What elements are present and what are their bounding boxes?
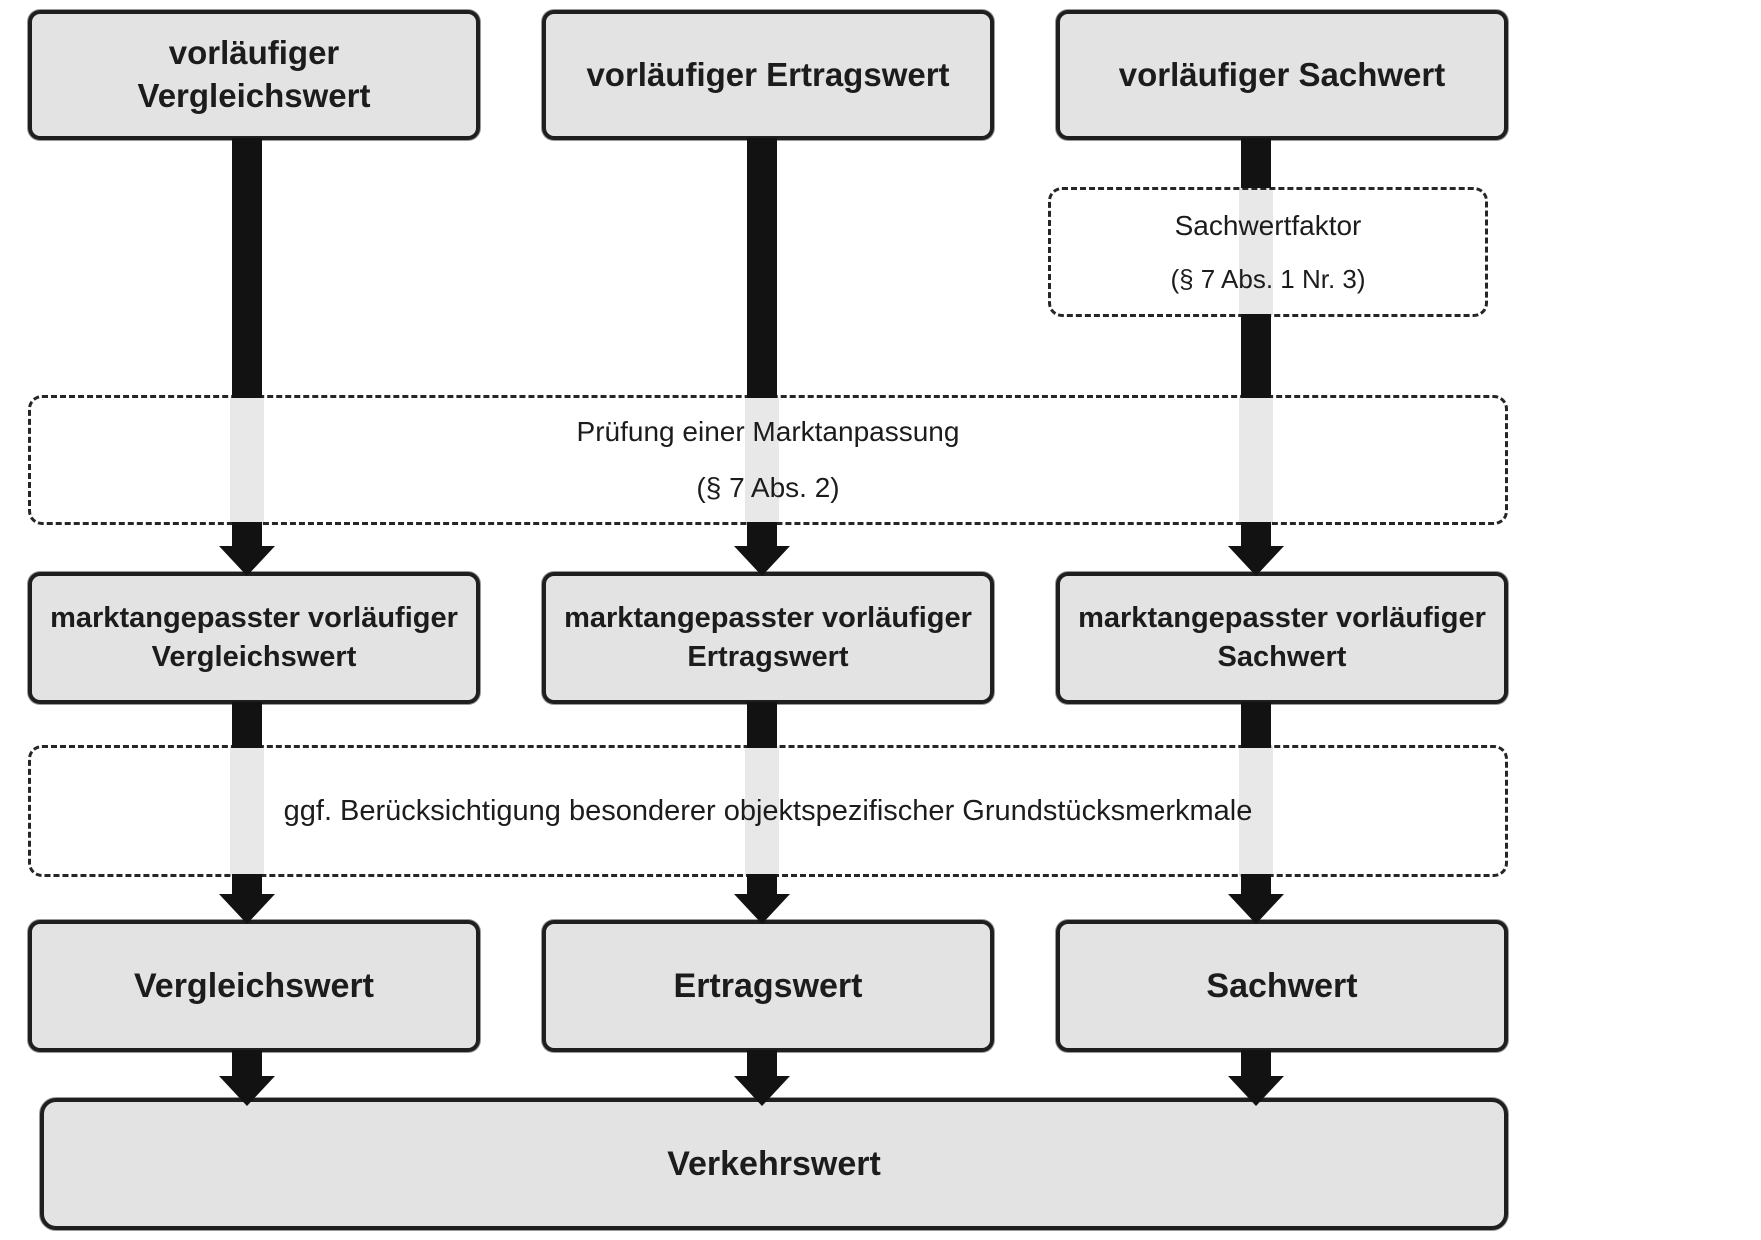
arrow-col3-to-adjusted [1241,522,1271,548]
box-vorlaeufiger-vergleichswert: vorläufiger Vergleichswert [28,10,480,140]
note-label-line: ggf. Berücksichtigung besonderer objekts… [283,794,1253,827]
arrowhead-col1-final [219,1076,275,1106]
arrowhead-col1-result [219,894,275,924]
box-label-line: vorläufiger [168,34,340,72]
arrow-ghost-col1-marktanpassung [230,397,264,523]
box-vergleichswert: Vergleichswert [28,920,480,1052]
arrow-ghost-col2-marktanpassung [745,397,779,523]
box-label-line: marktangepasster vorläufiger [50,601,458,634]
arrowhead-col2-result [734,894,790,924]
note-label-line: Sachwertfaktor [1174,209,1362,241]
arrow-col3-stub2 [1241,702,1271,748]
arrow-col3-stub3 [1241,1050,1271,1078]
arrow-col1-top [232,138,262,398]
arrow-ghost-col1-merkmale [230,746,264,876]
arrowhead-col3-final [1228,1076,1284,1106]
arrow-col2-stub3 [747,1050,777,1078]
note-marktanpassung: Prüfung einer Marktanpassung (§ 7 Abs. 2… [28,395,1508,525]
note-sachwertfaktor: Sachwertfaktor (§ 7 Abs. 1 Nr. 3) [1048,187,1488,317]
note-grundstuecksmerkmale: ggf. Berücksichtigung besonderer objekts… [28,745,1508,877]
note-label-line: Prüfung einer Marktanpassung [576,416,960,448]
arrow-ghost-col3-marktanpassung [1239,397,1273,523]
box-label-line: Sachwert [1206,966,1358,1005]
arrow-col2-stub2 [747,702,777,748]
box-marktangepasster-vergleichswert: marktangepasster vorläufiger Vergleichsw… [28,572,480,704]
arrow-col3-to-result [1241,874,1271,896]
box-label-line: Sachwert [1217,641,1347,673]
arrowhead-col1-adjusted [219,546,275,576]
arrow-col2-top [747,138,777,398]
arrow-col2-to-adjusted [747,522,777,548]
box-label-line: marktangepasster vorläufiger [564,601,972,634]
arrow-ghost-col3-merkmale [1239,746,1273,876]
box-label-line: Ertragswert [673,966,863,1005]
arrow-col1-stub2 [232,702,262,748]
arrowhead-col2-final [734,1076,790,1106]
box-ertragswert: Ertragswert [542,920,994,1052]
box-label-line: vorläufiger Ertragswert [586,55,950,93]
box-label-line: marktangepasster vorläufiger [1078,601,1486,634]
box-sachwert: Sachwert [1056,920,1508,1052]
note-label-line: (§ 7 Abs. 1 Nr. 3) [1170,264,1366,295]
arrow-col1-to-adjusted [232,522,262,548]
arrow-col3-mid [1241,314,1271,398]
arrow-ghost-col3-sachwertfaktor [1239,187,1273,315]
arrow-col2-to-result [747,874,777,896]
box-vorlaeufiger-ertragswert: vorläufiger Ertragswert [542,10,994,140]
arrowhead-col3-result [1228,894,1284,924]
box-vorlaeufiger-sachwert: vorläufiger Sachwert [1056,10,1508,140]
box-label-line: Vergleichswert [151,641,357,673]
note-label-line: (§ 7 Abs. 2) [696,472,840,503]
box-label-line: vorläufiger Sachwert [1118,55,1446,93]
arrow-col1-to-result [232,874,262,896]
box-verkehrswert: Verkehrswert [40,1098,1508,1230]
arrow-ghost-col2-merkmale [745,746,779,876]
box-label-line: Ertragswert [687,641,849,673]
box-label-line: Vergleichswert [133,966,374,1005]
box-marktangepasster-ertragswert: marktangepasster vorläufiger Ertragswert [542,572,994,704]
box-label-line: Verkehrswert [667,1144,881,1183]
arrow-col1-stub3 [232,1050,262,1078]
arrowhead-col2-adjusted [734,546,790,576]
arrow-col3-top [1241,138,1271,188]
box-marktangepasster-sachwert: marktangepasster vorläufiger Sachwert [1056,572,1508,704]
box-label-line: Vergleichswert [137,77,371,114]
arrowhead-col3-adjusted [1228,546,1284,576]
